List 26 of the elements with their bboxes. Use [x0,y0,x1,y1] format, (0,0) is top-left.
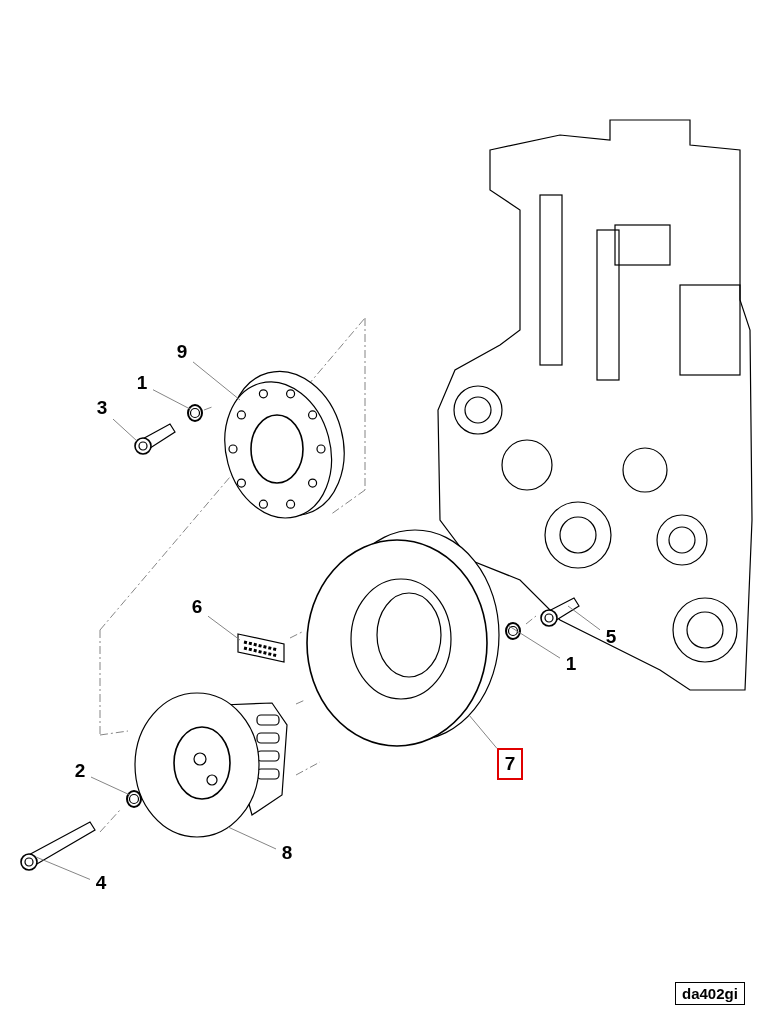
drawing-code: da402gi [675,982,745,1005]
callout-number: 3 [91,396,113,422]
leader-line [90,776,131,796]
leader-line [192,361,241,401]
leader-line [35,856,91,880]
leader-line [227,826,277,850]
callout-number: 1 [131,371,153,397]
leader-line [152,389,191,410]
washer-drawing [504,622,522,640]
leader-line [567,605,601,631]
damper-drawing [305,528,501,750]
callout-number: 1 [560,652,582,678]
washer-drawing [186,404,204,422]
leader-line [207,615,241,641]
callout-number: 2 [69,759,91,785]
callout-number: 6 [186,595,208,621]
callout-number: 7 [497,748,523,780]
washer-drawing [125,790,143,808]
callout-number: 8 [276,841,298,867]
decal-drawing [236,632,286,664]
callout-number: 5 [600,625,622,651]
leader-line [508,625,561,659]
callout-number: 9 [171,340,193,366]
leader-line [468,714,498,749]
leader-line [112,418,138,442]
callout-number: 4 [90,871,112,897]
